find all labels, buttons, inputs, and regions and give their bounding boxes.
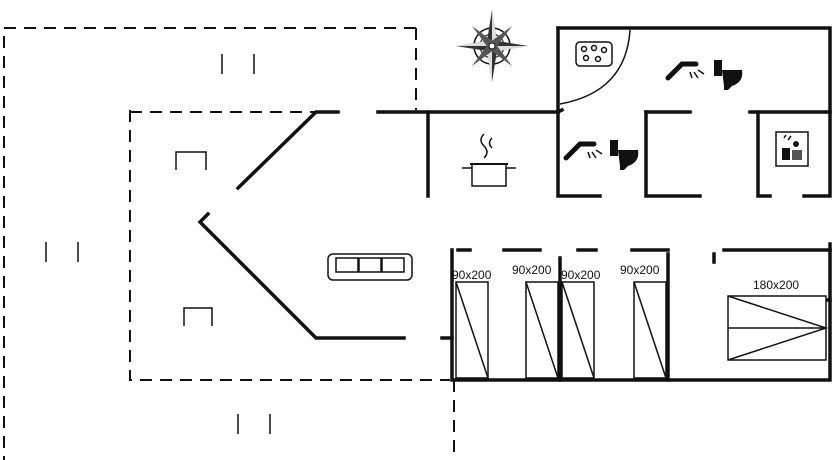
sofa-icon [327,253,413,281]
bed-size-label: 90x200 [452,268,492,282]
bed-icon: 90x200 [452,268,492,379]
door-swing [559,29,631,105]
compass-rose-icon [456,10,528,82]
terrace-markers [45,54,271,434]
bed-icon: 90x200 [561,268,601,379]
bed-icon: 90x200 [512,263,559,379]
whirlpool-icon [575,41,613,67]
bed-icon: 90x200 [620,263,667,379]
walls [197,26,832,382]
bed-size-label: 90x200 [561,268,601,282]
terrace-chair-icon [175,151,207,170]
bed-size-label: 90x200 [512,263,552,277]
sauna-icon [775,131,809,167]
cooking-pot-icon [462,133,516,187]
toilet-icon [714,60,743,90]
terrace-outline [3,27,455,460]
toilet-icon [610,140,639,170]
bed-icon: 180x200 [727,278,829,361]
shower-icon [665,61,705,81]
bed-size-label: 90x200 [620,263,660,277]
bed-size-label: 180x200 [753,278,799,292]
beds: 90x200 90x200 90x200 90x200 180x200 [452,263,829,379]
shower-icon [563,141,603,161]
terrace-chair-icon [183,307,213,326]
